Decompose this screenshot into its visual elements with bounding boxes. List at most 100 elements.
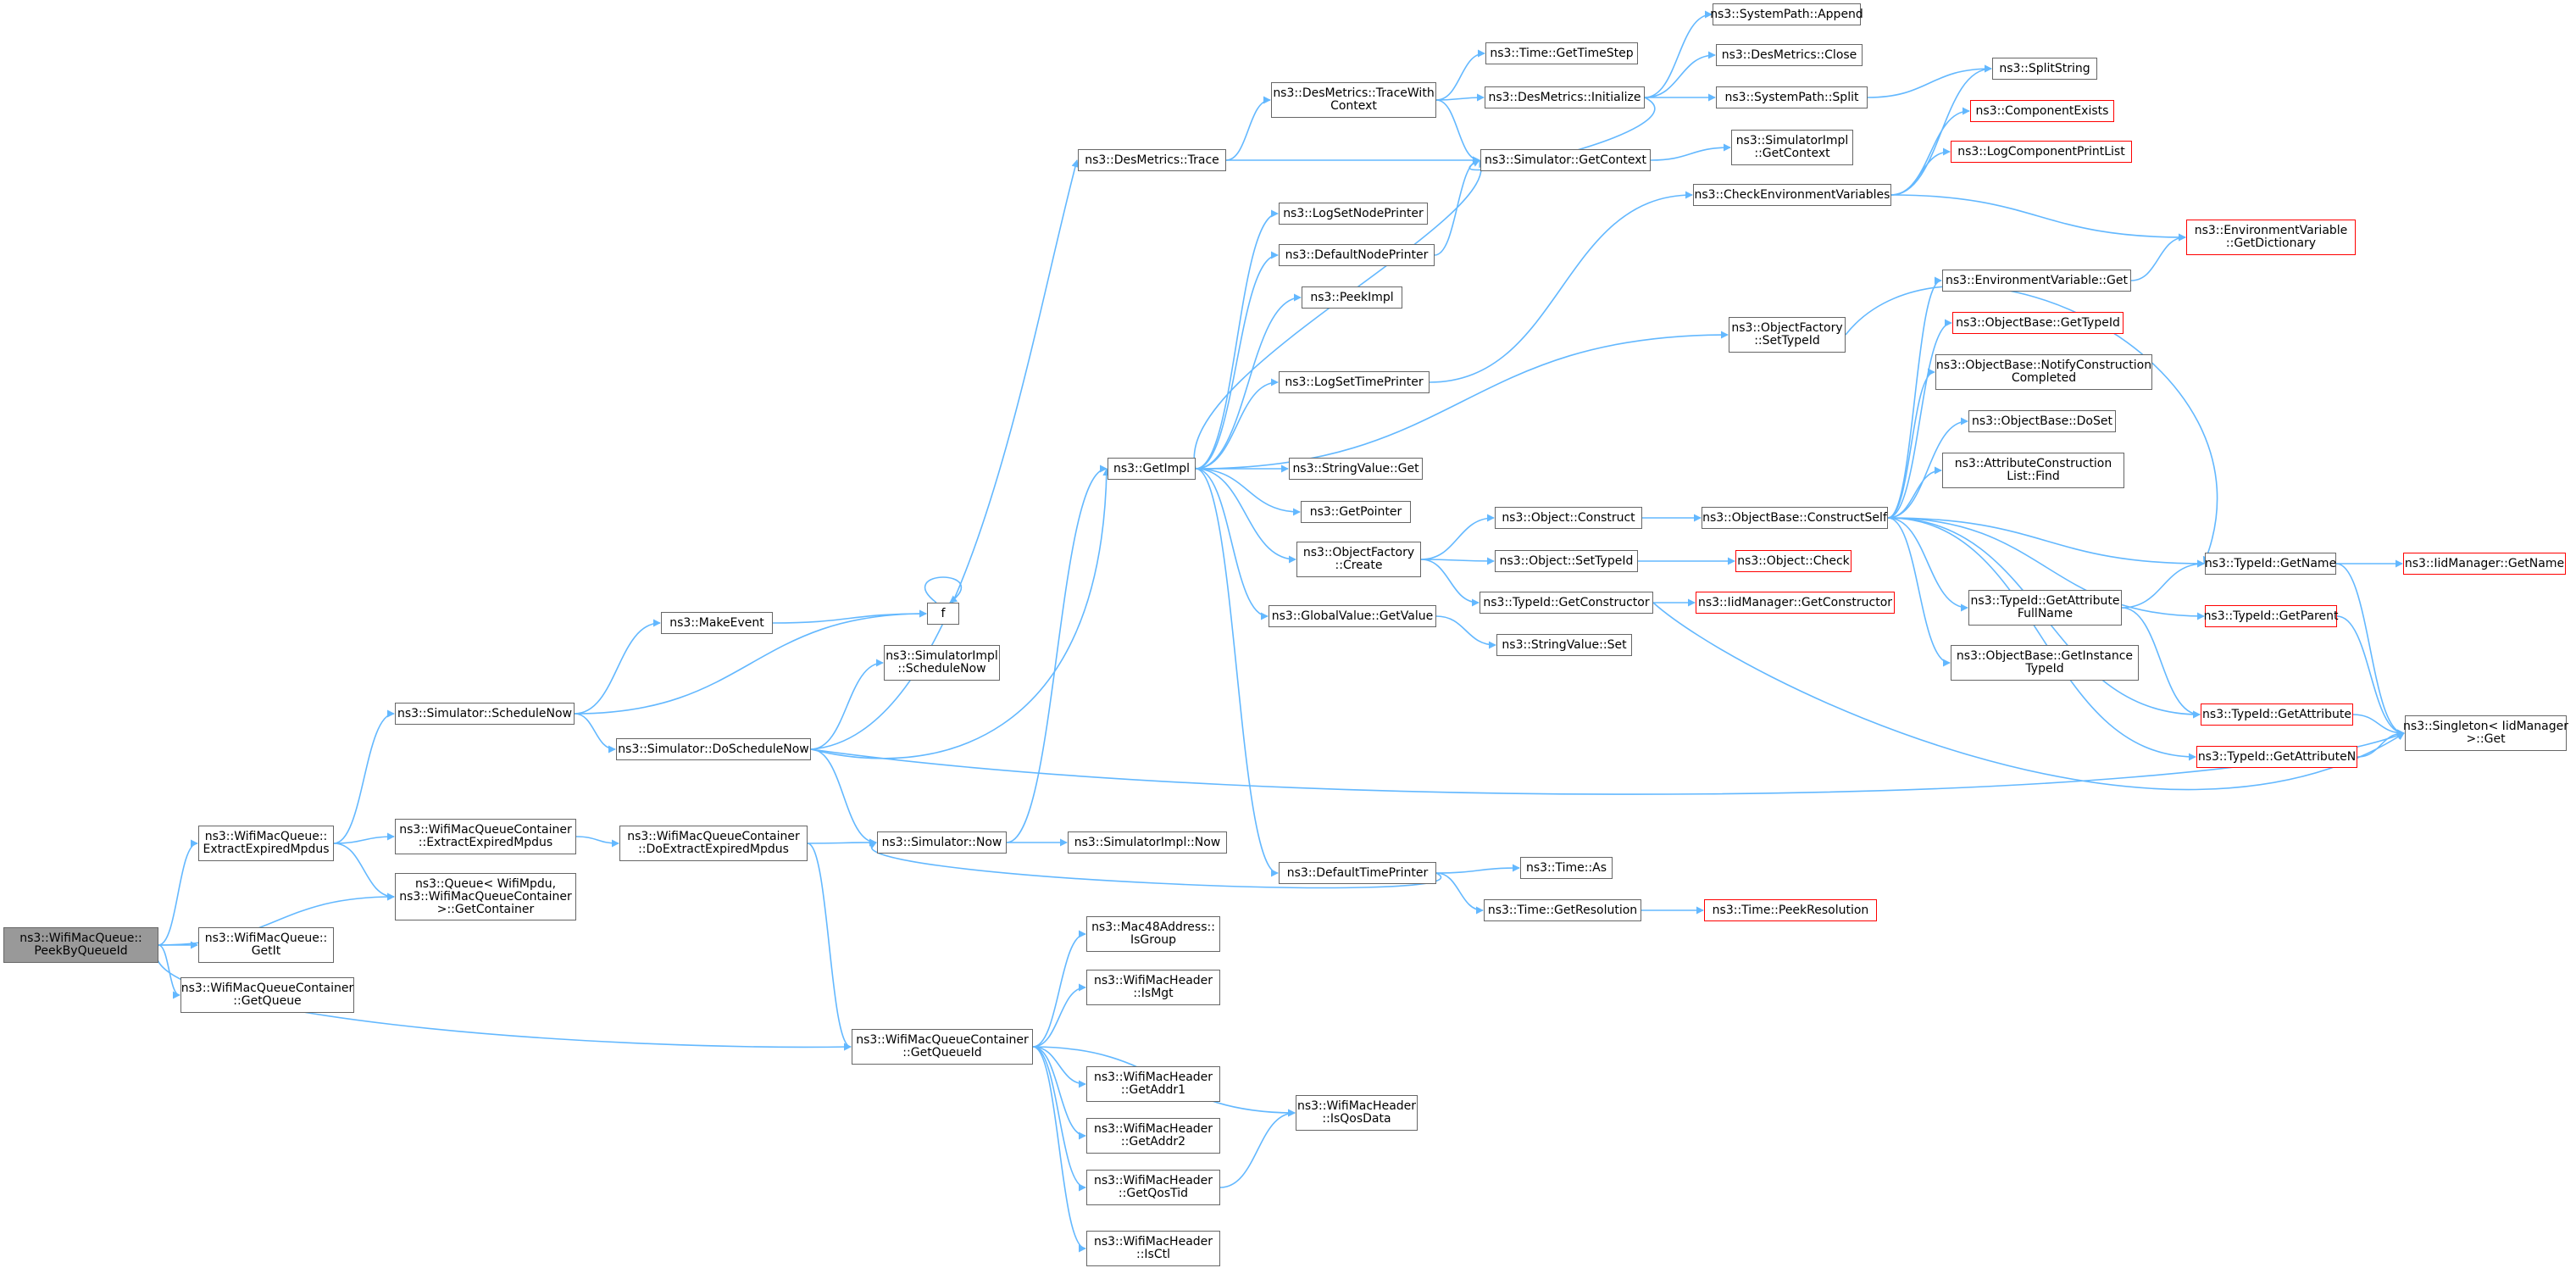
- graph-node-is-ctl[interactable]: ns3::WifiMacHeader::IsCtl: [1086, 1231, 1220, 1266]
- graph-node-f[interactable]: f: [927, 603, 959, 625]
- graph-node-extract-expired[interactable]: ns3::WifiMacQueue::ExtractExpiredMpdus: [198, 826, 334, 861]
- graph-node-env-get[interactable]: ns3::EnvironmentVariable::Get: [1942, 270, 2131, 292]
- graph-node-make-event[interactable]: ns3::MakeEvent: [661, 612, 773, 634]
- node-label-line: ns3::GetPointer: [1309, 504, 1402, 519]
- edge-getQueueId-to-isCtl: [1032, 1046, 1086, 1253]
- graph-node-queue-get-container[interactable]: ns3::Queue< WifiMpdu,ns3::WifiMacQueueCo…: [395, 873, 576, 920]
- edge-checkEnv-to-logCompPrint: [1890, 147, 1951, 196]
- graph-node-time-as[interactable]: ns3::Time::As: [1520, 857, 1613, 879]
- graph-node-des-trace[interactable]: ns3::DesMetrics::Trace: [1078, 149, 1226, 171]
- graph-node-impl-get-context[interactable]: ns3::SimulatorImpl::GetContext: [1731, 130, 1853, 165]
- graph-node-gv-get-value[interactable]: ns3::GlobalValue::GetValue: [1269, 605, 1436, 627]
- edge-tidGetAttribute-to-singletonGet: [2352, 714, 2405, 737]
- graph-node-get-addr2[interactable]: ns3::WifiMacHeader::GetAddr2: [1086, 1118, 1220, 1154]
- graph-node-split-string[interactable]: ns3::SplitString: [1992, 58, 2097, 80]
- graph-node-of-set-type-id[interactable]: ns3::ObjectFactory::SetTypeId: [1729, 317, 1846, 353]
- node-label-line: ns3::Simulator::ScheduleNow: [397, 706, 573, 720]
- node-label-line: ns3::Time::As: [1525, 860, 1607, 875]
- graph-node-des-init[interactable]: ns3::DesMetrics::Initialize: [1485, 86, 1645, 108]
- graph-node-sim-now[interactable]: ns3::Simulator::Now: [877, 831, 1007, 854]
- edge-defaultTime-to-getResolution: [1435, 872, 1484, 915]
- edge-getImpl-to-ofCreate: [1195, 468, 1296, 564]
- edge-scheduleNow-to-f: [574, 609, 927, 715]
- graph-node-des-close[interactable]: ns3::DesMetrics::Close: [1716, 44, 1863, 66]
- node-label-line: TypeId: [2025, 662, 2064, 676]
- edge-obConstructSelf-to-envGet: [1887, 276, 1942, 519]
- graph-node-iid-get-constructor[interactable]: ns3::IidManager::GetConstructor: [1696, 592, 1895, 614]
- node-label-line: ns3::Mac48Address::: [1091, 920, 1215, 934]
- graph-node-get-resolution[interactable]: ns3::Time::GetResolution: [1484, 899, 1641, 921]
- node-label-line: ns3::ObjectBase::ConstructSelf: [1702, 510, 1887, 525]
- graph-node-ob-get-type-id[interactable]: ns3::ObjectBase::GetTypeId: [1952, 312, 2124, 334]
- graph-node-log-set-node[interactable]: ns3::LogSetNodePrinter: [1279, 203, 1428, 225]
- graph-node-ob-construct-self[interactable]: ns3::ObjectBase::ConstructSelf: [1702, 507, 1888, 529]
- graph-node-default-time[interactable]: ns3::DefaultTimePrinter: [1279, 862, 1436, 884]
- graph-node-comp-exists[interactable]: ns3::ComponentExists: [1970, 100, 2114, 122]
- edge-getImpl-to-ofSetTypeId: [1195, 331, 1729, 470]
- edge-scheduleNow-to-doScheduleNow: [574, 713, 616, 754]
- graph-node-obj-construct[interactable]: ns3::Object::Construct: [1495, 507, 1642, 529]
- node-label-line: ns3::CheckEnvironmentVariables: [1694, 187, 1890, 202]
- graph-node-get-time-step[interactable]: ns3::Time::GetTimeStep: [1485, 42, 1638, 64]
- node-label-line: ::IsMgt: [1133, 987, 1174, 1000]
- graph-node-str-set[interactable]: ns3::StringValue::Set: [1496, 634, 1632, 656]
- graph-node-default-node[interactable]: ns3::DefaultNodePrinter: [1279, 244, 1435, 266]
- graph-node-get-pointer[interactable]: ns3::GetPointer: [1301, 501, 1411, 523]
- graph-node-do-extract[interactable]: ns3::WifiMacQueueContainer::DoExtractExp…: [619, 826, 808, 861]
- node-label-line: ::GetAddr2: [1120, 1135, 1186, 1148]
- graph-node-is-group[interactable]: ns3::Mac48Address::IsGroup: [1086, 916, 1220, 952]
- graph-node-iid-get-name[interactable]: ns3::IidManager::GetName: [2403, 553, 2566, 575]
- graph-node-obj-check[interactable]: ns3::Object::Check: [1735, 550, 1852, 572]
- graph-node-tid-get-parent[interactable]: ns3::TypeId::GetParent: [2204, 605, 2338, 627]
- graph-node-get-it[interactable]: ns3::WifiMacQueue::GetIt: [198, 927, 334, 963]
- graph-node-impl-schedule-now[interactable]: ns3::SimulatorImpl::ScheduleNow: [884, 645, 1000, 681]
- edge-ofCreate-to-objConstruct: [1420, 514, 1495, 560]
- graph-node-sys-append[interactable]: ns3::SystemPath::Append: [1710, 3, 1863, 25]
- graph-node-of-create[interactable]: ns3::ObjectFactory::Create: [1296, 542, 1421, 577]
- node-label-line: ns3::WifiMacQueueContainer: [180, 982, 354, 995]
- graph-node-get-addr1[interactable]: ns3::WifiMacHeader::GetAddr1: [1086, 1066, 1220, 1102]
- graph-node-get-impl[interactable]: ns3::GetImpl: [1108, 458, 1196, 480]
- graph-node-do-schedule-now[interactable]: ns3::Simulator::DoScheduleNow: [616, 738, 811, 760]
- graph-node-schedule-now[interactable]: ns3::Simulator::ScheduleNow: [395, 703, 575, 725]
- graph-node-check-env[interactable]: ns3::CheckEnvironmentVariables: [1693, 184, 1891, 206]
- graph-node-container-extract-expired[interactable]: ns3::WifiMacQueueContainer::ExtractExpir…: [395, 819, 576, 854]
- node-label-line: ns3::Time::GetTimeStep: [1490, 46, 1634, 60]
- node-label-line: ns3::IidManager::GetName: [2404, 556, 2565, 570]
- edge-obConstructSelf-to-tidGetName: [1887, 517, 2205, 568]
- graph-node-tid-get-constructor[interactable]: ns3::TypeId::GetConstructor: [1480, 592, 1653, 614]
- graph-node-container-get-queue[interactable]: ns3::WifiMacQueueContainer::GetQueue: [180, 977, 354, 1013]
- graph-node-get-queue-id[interactable]: ns3::WifiMacQueueContainer::GetQueueId: [852, 1029, 1033, 1065]
- graph-node-str-get[interactable]: ns3::StringValue::Get: [1289, 458, 1423, 480]
- graph-node-impl-now[interactable]: ns3::SimulatorImpl::Now: [1068, 831, 1227, 854]
- graph-node-tid-get-name[interactable]: ns3::TypeId::GetName: [2205, 553, 2336, 575]
- node-label-line: ns3::WifiMacQueue::: [19, 932, 142, 945]
- graph-node-peek-resolution[interactable]: ns3::Time::PeekResolution: [1704, 899, 1877, 921]
- graph-node-tid-get-attribute-n[interactable]: ns3::TypeId::GetAttributeN: [2196, 746, 2357, 768]
- graph-node-log-comp-print[interactable]: ns3::LogComponentPrintList: [1951, 141, 2132, 163]
- graph-node-ob-do-set[interactable]: ns3::ObjectBase::DoSet: [1968, 410, 2116, 432]
- graph-node-peek-impl[interactable]: ns3::PeekImpl: [1302, 286, 1402, 309]
- edge-peek-to-getQueueId: [155, 944, 852, 1051]
- edge-obConstructSelf-to-obNotify: [1887, 368, 1935, 519]
- graph-node-sys-split[interactable]: ns3::SystemPath::Split: [1716, 86, 1868, 108]
- graph-node-singleton-get[interactable]: ns3::Singleton< IidManager>::Get: [2403, 715, 2568, 751]
- graph-node-tid-get-attribute[interactable]: ns3::TypeId::GetAttribute: [2201, 704, 2353, 726]
- graph-node-sim-get-context[interactable]: ns3::Simulator::GetContext: [1480, 149, 1651, 171]
- graph-node-get-qos-tid[interactable]: ns3::WifiMacHeader::GetQosTid: [1086, 1170, 1220, 1205]
- node-label-line: Completed: [2011, 371, 2077, 385]
- graph-node-env-get-dict[interactable]: ns3::EnvironmentVariable::GetDictionary: [2186, 220, 2356, 255]
- node-label-line: ::GetQueueId: [902, 1046, 982, 1059]
- graph-node-obj-set-type-id[interactable]: ns3::Object::SetTypeId: [1495, 550, 1638, 572]
- graph-node-is-qos-data[interactable]: ns3::WifiMacHeader::IsQosData: [1296, 1095, 1418, 1131]
- graph-node-is-mgt[interactable]: ns3::WifiMacHeader::IsMgt: [1086, 970, 1220, 1005]
- graph-node-log-set-time[interactable]: ns3::LogSetTimePrinter: [1279, 371, 1430, 393]
- edge-doScheduleNow-to-implScheduleNow: [810, 659, 884, 750]
